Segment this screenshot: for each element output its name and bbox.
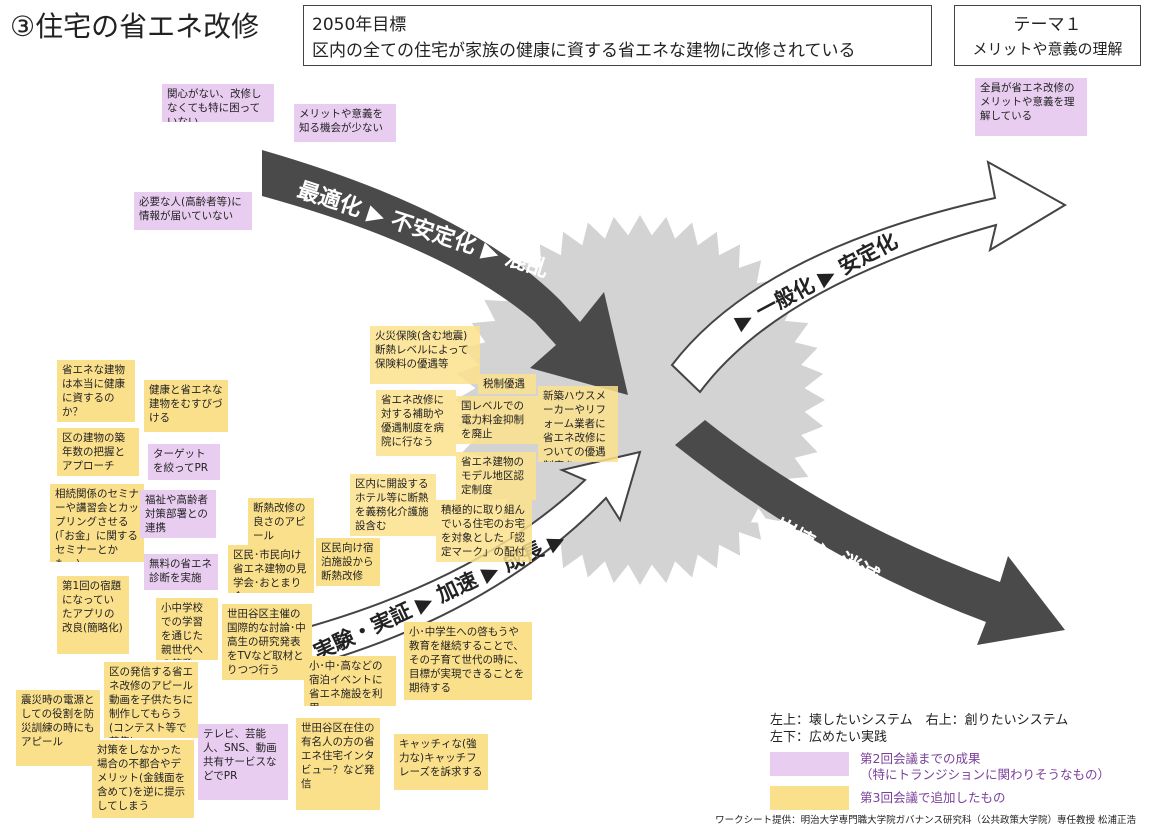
legend-pink-label-2: （特にトランジションに関わりそうなもの）	[860, 767, 1111, 782]
note-lodging-insulation: 区民向け宿泊施設から断熱改修	[316, 538, 380, 586]
note-education-continuation: 小･中学生への啓もうや教育を継続することで、その子育て世代の時に、目標が実現でき…	[404, 622, 532, 700]
note-international-forum: 世田谷区主催の国際的な討論･中高生の研究発表をTVなど取材とりつつ行う	[222, 604, 312, 680]
note-target-pr: ターゲットを絞ってPR	[148, 444, 220, 480]
note-celebrity-interview: 世田谷区在住の有名人の方の省エネ住宅インタビュー？など発信	[296, 718, 380, 810]
legend-swatch-yellow	[770, 786, 849, 810]
theme-box: テーマ１ メリットや意義の理解	[954, 5, 1141, 66]
note-fire-insurance: 火災保険(含む地震)断熱レベルによって保険料の優遇等	[370, 326, 480, 384]
note-insulation-appeal: 断熱改修の良さのアピール	[248, 498, 314, 546]
note-inheritance-seminar: 相続関係のセミナーや講習会とカップリングさせる(「お金」に関するセミナーとかも……	[50, 484, 144, 562]
note-hotel-insulation: 区内に開設するホテル等に断熱を義務化介護施設含む	[350, 474, 436, 536]
goal-box: 2050年目標 区内の全ての住宅が家族の健康に資する省エネな建物に改修されている	[303, 5, 932, 66]
note-media-pr: テレビ、芸能人、SNS、動画共有サービスなどでPR	[198, 724, 288, 800]
note-demerit-presentation: 対策をしなかった場合の不都合やデメリット(金銭面を含めて)を逆に提示してしまう	[92, 740, 194, 818]
note-welfare-coordination: 福祉や高齢者対策部署との連携	[140, 490, 216, 538]
note-building-age: 区の建物の築年数の把握とアプローチ	[57, 428, 139, 476]
worksheet-credit: ワークシート提供：明治大学専門職大学院ガバナンス研究科（公共政策大学院）専任教授…	[715, 815, 1136, 826]
note-appeal-video: 区の発信する省エネ改修のアピール動画を子供たちに制作してもらう(コンテスト等で募…	[104, 662, 198, 738]
note-builder-incentive: 新築ハウスメーカーやリフォーム業者に省エネ改修についての優遇制度を	[538, 386, 618, 462]
arrow-bottom-right	[675, 420, 1065, 645]
note-disaster-power: 震災時の電源としての役割を防災訓練の時にもアピール	[16, 690, 100, 766]
note-school-events: 小･中･高などの宿泊イベントに省エネ施設を利用	[304, 656, 396, 706]
note-no-interest: 関心がない、改修しなくても特に困っていない	[162, 84, 274, 122]
note-few-chances: メリットや意義を知る機会が少ない	[294, 104, 396, 142]
note-electricity-rate: 国レベルでの電力料金抑制を廃止	[456, 396, 538, 444]
note-tour-stay: 区民･市民向け省エネ建物の見学会･おとまり会	[228, 545, 314, 593]
note-link-health: 健康と省エネな建物をむすびづける	[144, 380, 228, 432]
note-subsidy-hospital: 省エネ改修に対する補助や優遇制度を病院に行なう	[376, 390, 456, 456]
note-model-district: 省エネ建物のモデル地区認定制度	[456, 452, 536, 500]
theme-text: メリットや意義の理解	[972, 40, 1123, 58]
goal-year: 2050年目標	[312, 15, 407, 35]
note-everyone-understands: 全員が省エネ改修のメリットや意義を理解している	[975, 78, 1087, 136]
note-free-diagnosis: 無料の省エネ診断を実施	[144, 554, 218, 590]
note-info-not-reaching: 必要な人(高齢者等)に情報が届いていない	[134, 192, 252, 230]
legend-yellow-label: 第3回会議で追加したもの	[860, 790, 1006, 805]
note-certification-mark: 積極的に取り組んでいる住宅のお宅を対象とした「認定マーク」の配付	[436, 500, 532, 562]
legend-pink-label-1: 第2回会議までの成果	[860, 751, 981, 766]
note-tax-incentive: 税制優遇	[478, 374, 536, 394]
theme-title: テーマ１	[1013, 15, 1082, 35]
arrow-top-right	[670, 160, 1067, 394]
goal-text: 区内の全ての住宅が家族の健康に資する省エネな建物に改修されている	[312, 41, 856, 61]
note-health-question: 省エネな建物は本当に健康に資するのか？	[57, 360, 135, 422]
legend-swatch-pink	[770, 752, 849, 776]
note-school-learning: 小中学校での学習を通じた親世代への啓発	[156, 598, 218, 660]
note-app-improvement: 第1回の宿題になっていたアプリの改良(簡略化)	[57, 576, 129, 654]
arrow-label-top-left: 最適化 ▶ 不安定化 ▶ 混乱	[294, 177, 552, 283]
arrow-bottom-left	[256, 450, 642, 680]
legend-line-2: 左下：広めたい実践	[770, 730, 888, 745]
page-title: ③住宅の省エネ改修	[10, 10, 260, 43]
arrow-top-left	[262, 150, 628, 395]
note-catchphrase: キャッチィな(強力な)キャッチフレーズを訴求する	[394, 734, 488, 790]
legend-line-1: 左上：壊したいシステム 右上：創りたいシステム	[770, 713, 1069, 728]
